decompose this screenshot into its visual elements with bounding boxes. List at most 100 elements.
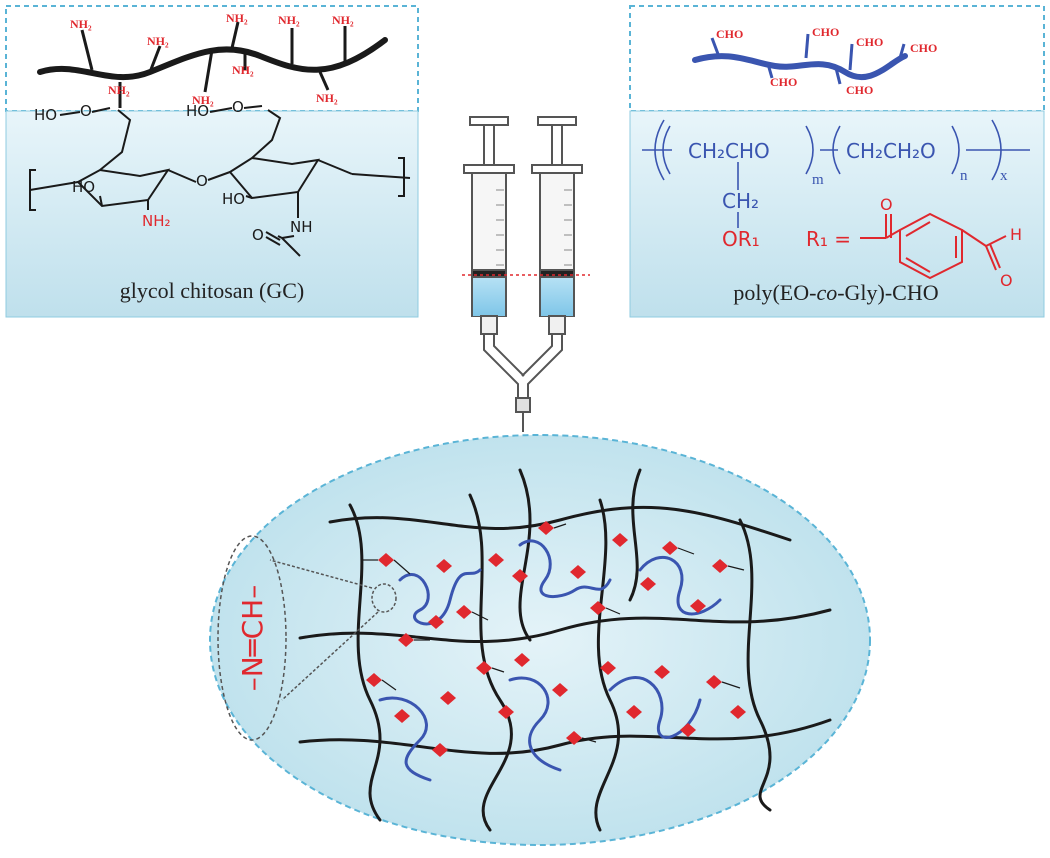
imine-crosslink-icon	[378, 553, 394, 567]
syringe-icon	[462, 116, 590, 432]
imine-crosslink-icon	[514, 653, 530, 667]
imine-crosslink-icon	[398, 633, 414, 647]
imine-bond-callout	[217, 535, 287, 741]
zoom-line	[269, 559, 373, 589]
r1-aldehyde-o: O	[1000, 271, 1013, 290]
imine-crosslink-icon	[570, 565, 586, 579]
imine-crosslink-icon	[476, 661, 492, 675]
imine-crosslink-icon	[456, 605, 472, 619]
gc-amine-label: NH₂	[232, 63, 254, 77]
imine-crosslink-icon	[680, 723, 696, 737]
peg-subscript-m: m	[812, 172, 824, 188]
peg-subscript-n: n	[960, 168, 968, 184]
gc-panel-title: glycol chitosan (GC)	[120, 278, 305, 303]
gc-amine-label: NH₂	[316, 91, 338, 105]
imine-crosslink-icon	[428, 615, 444, 629]
peg-aldehyde-label: CHO	[846, 83, 873, 97]
imine-crosslinks	[366, 521, 746, 757]
imine-crosslink-icon	[712, 559, 728, 573]
peg-network-strands	[378, 539, 722, 782]
imine-crosslink-icon	[690, 599, 706, 613]
syringe-connector	[480, 315, 566, 432]
peg-unit-1: CH₂CHO	[688, 139, 770, 163]
peg-polymer-chain	[692, 53, 908, 81]
gc-acetyl-oxygen: O	[252, 226, 264, 244]
gc-amine-label: NH₂	[108, 83, 130, 97]
imine-bond-label: –N═CH–	[236, 585, 269, 691]
syringe-graduations	[496, 189, 572, 266]
imine-crosslink-icon	[498, 705, 514, 719]
gc-chain-amines: NH₂ NH₂ NH₂ NH₂ NH₂ NH₂ NH₂ NH₂ NH₂	[70, 11, 354, 107]
imine-crosslink-icon	[654, 665, 670, 679]
peg-side-ch2: CH₂	[722, 189, 759, 213]
peg-chain-box	[629, 5, 1045, 112]
gc-amine-label: NH₂	[192, 93, 214, 107]
peg-aldehyde-label: CHO	[770, 75, 797, 89]
imine-crosslink-icon	[566, 731, 582, 745]
peg-chain-aldehydes: CHO CHO CHO CHO CHO CHO	[716, 25, 937, 97]
imine-crosslink-icon	[394, 709, 410, 723]
peg-aldehyde-label: CHO	[716, 27, 743, 41]
hydrogel-ellipse	[209, 434, 871, 846]
imine-crosslink-icon	[552, 683, 568, 697]
imine-crosslink-icon	[612, 533, 628, 547]
gc-amine-label: NH₂	[147, 34, 169, 48]
imine-crosslink-icon	[488, 553, 504, 567]
peg-aldehyde-label: CHO	[856, 35, 883, 49]
peg-unit-2: CH₂CH₂O	[846, 139, 936, 163]
imine-crosslink-icon	[662, 541, 678, 555]
zoom-line	[281, 611, 379, 701]
imine-crosslink-icon	[590, 601, 606, 615]
imine-crosslink-icon	[512, 569, 528, 583]
peg-aldehyde-label: CHO	[812, 25, 839, 39]
gc-amine-label: NH₂	[70, 17, 92, 31]
gc-hydroxyethyl-label: HO	[186, 102, 209, 120]
peg-subscript-x: x	[1000, 168, 1008, 184]
imine-crosslink-icon	[600, 661, 616, 675]
gc-structure-labels: HO O HO NH₂ O HO O HO NH O	[34, 98, 313, 244]
imine-crosslink-icon	[626, 705, 642, 719]
gc-amine-label: NH₂	[226, 11, 248, 25]
gc-panel: NH₂ NH₂ NH₂ NH₂ NH₂ NH₂ NH₂ NH₂ NH₂	[5, 5, 419, 318]
peg-structure-lines	[642, 119, 1030, 228]
gc-structure	[29, 105, 411, 257]
peg-panel: CHO CHO CHO CHO CHO CHO CH₂CHO m CH₂CH₂O…	[629, 5, 1045, 318]
r1-ketone-oxygen: O	[880, 195, 893, 214]
gc-structure-box	[5, 110, 419, 318]
imine-crosslink-icon	[730, 705, 746, 719]
gc-hydroxyethyl-label: HO	[34, 106, 57, 124]
peg-side-or: OR₁	[722, 227, 760, 251]
r1-aldehyde-h: H	[1010, 225, 1022, 244]
peg-chain-branches	[710, 33, 906, 85]
gc-ether-oxygen: O	[80, 102, 92, 120]
imine-crosslink-icon	[436, 559, 452, 573]
r1-label: R₁ =	[806, 227, 851, 251]
r1-group: R₁ = O H O	[806, 195, 1022, 290]
imine-crosslink-icon	[706, 675, 722, 689]
crosslink-tethers	[362, 523, 745, 743]
peg-structure-box	[629, 110, 1045, 318]
hydrogel-network: –N═CH–	[209, 434, 871, 846]
gc-ether-oxygen: O	[232, 98, 244, 116]
peg-aldehyde-label: CHO	[910, 41, 937, 55]
gc-ring-oh-label: HO	[72, 178, 95, 196]
imine-crosslink-icon	[432, 743, 448, 757]
gc-linkage-oxygen: O	[196, 172, 208, 190]
syringe-plungers	[463, 116, 583, 174]
imine-crosslink-icon	[366, 673, 382, 687]
gc-chain-branches	[80, 21, 347, 108]
gc-nh-label: NH	[290, 218, 313, 236]
syringe-barrels	[471, 172, 575, 317]
gc-network-chains	[298, 468, 832, 832]
gc-amine-label: NH₂	[278, 13, 300, 27]
gc-ring-oh-label: HO	[222, 190, 245, 208]
imine-crosslink-icon	[640, 577, 656, 591]
crosslink-focus-circle	[371, 583, 397, 613]
gc-polymer-chain	[37, 37, 388, 81]
gc-amine-label: NH₂	[332, 13, 354, 27]
imine-crosslink-icon	[538, 521, 554, 535]
peg-structure-text: CH₂CHO m CH₂CH₂O n x CH₂ OR₁	[688, 139, 1008, 251]
imine-crosslink-icon	[440, 691, 456, 705]
peg-panel-title: poly(EO-co-Gly)-CHO	[733, 280, 938, 305]
gc-amine-group: NH₂	[142, 212, 171, 230]
